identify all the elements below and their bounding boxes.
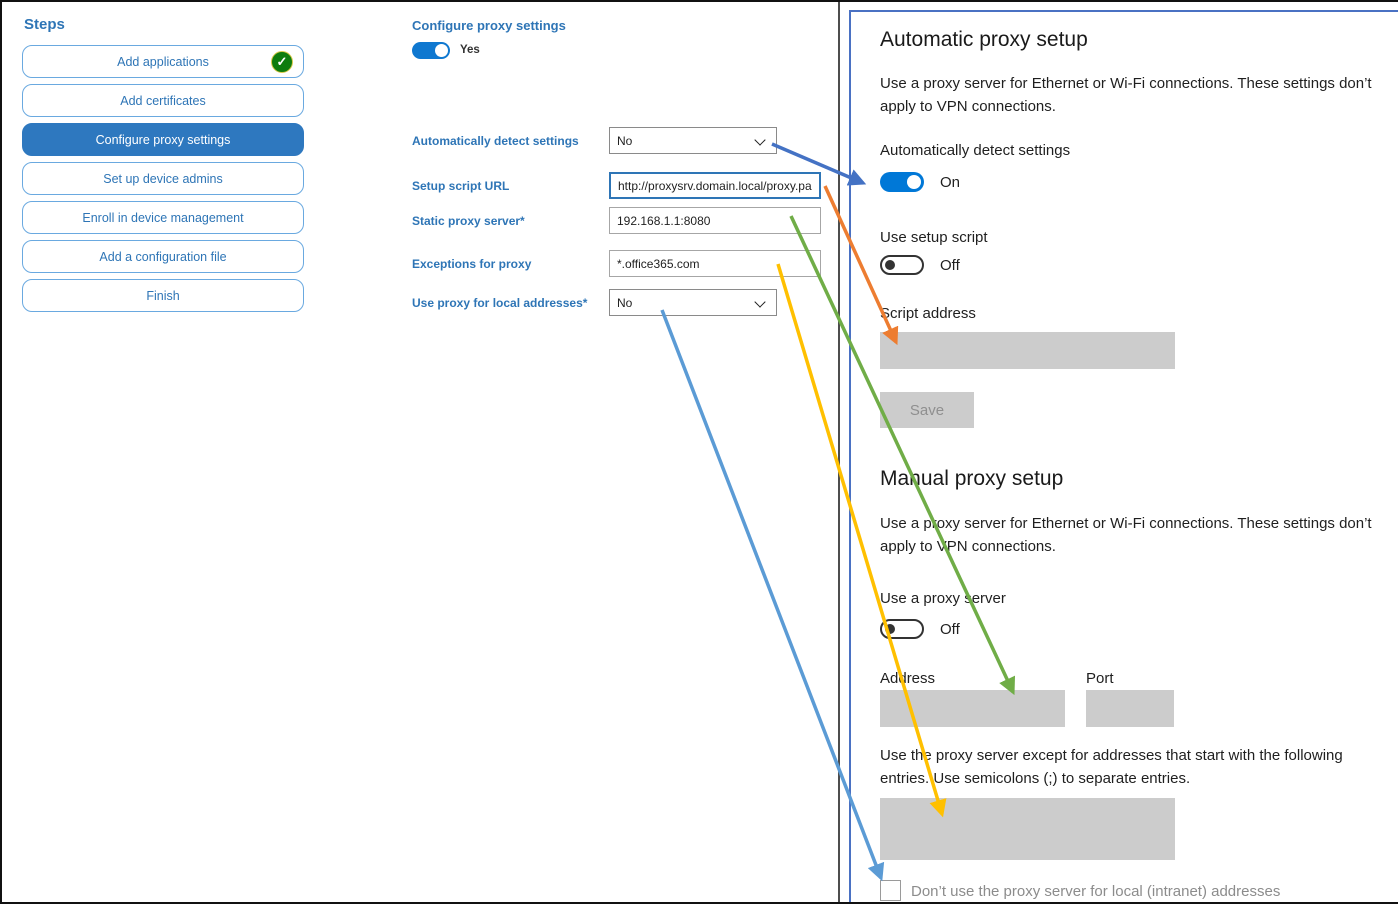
check-icon: ✓ [271,51,293,73]
step-set-up-device-admins[interactable]: Set up device admins [22,162,304,195]
port-label: Port [1086,670,1114,687]
step-add-certificates[interactable]: Add certificates [22,84,304,117]
setup-script-url-label: Setup script URL [412,179,510,193]
step-label: Configure proxy settings [95,132,231,147]
local-addresses-value: No [617,295,633,310]
local-addresses-label: Use proxy for local addresses* [412,296,588,310]
chevron-down-icon [754,296,766,308]
port-input[interactable] [1086,690,1174,727]
use-setup-script-state: Off [940,257,960,274]
script-address-input[interactable] [880,332,1175,369]
proxy-exceptions-textarea[interactable] [880,798,1175,860]
step-label: Add applications [117,54,209,69]
local-intranet-checkbox-label: Don’t use the proxy server for local (in… [911,883,1281,900]
detect-settings-state: On [940,174,961,191]
static-proxy-input[interactable]: 192.168.1.1:8080 [609,207,821,234]
chevron-down-icon [754,134,766,146]
address-label: Address [880,670,936,687]
step-add-a-configuration-file[interactable]: Add a configuration file [22,240,304,273]
configure-proxy-toggle[interactable] [412,42,450,59]
toggle-knob-icon [885,260,895,270]
manual-proxy-heading: Manual proxy setup [880,467,1064,490]
use-proxy-server-label: Use a proxy server [880,590,1006,607]
step-label: Set up device admins [103,171,223,186]
setup-script-url-input[interactable]: http://proxysrv.domain.local/proxy.pa [609,172,821,199]
use-proxy-server-toggle[interactable] [880,619,924,639]
step-enroll-in-device-management[interactable]: Enroll in device management [22,201,304,234]
step-label: Finish [146,288,180,303]
toggle-knob-icon [435,44,448,57]
step-label: Enroll in device management [82,210,244,225]
use-setup-script-toggle[interactable] [880,255,924,275]
step-finish[interactable]: Finish [22,279,304,312]
local-addresses-select[interactable]: No [609,289,777,316]
script-address-label: Script address [880,305,976,322]
auto-detect-select[interactable]: No [609,127,777,154]
manual-proxy-description: Use a proxy server for Ethernet or Wi-Fi… [880,515,1372,555]
step-add-applications[interactable]: Add applications ✓ [22,45,304,78]
step-label: Add certificates [120,93,206,108]
steps-title: Steps [24,16,65,33]
vertical-divider [838,2,840,902]
address-input[interactable] [880,690,1065,727]
proxy-exceptions-description: Use the proxy server except for addresse… [880,747,1343,787]
detect-settings-toggle[interactable] [880,172,924,192]
auto-detect-label: Automatically detect settings [412,134,579,148]
automatic-proxy-heading: Automatic proxy setup [880,28,1088,51]
toggle-knob-icon [907,175,921,189]
form-title: Configure proxy settings [412,18,566,33]
static-proxy-label: Static proxy server* [412,214,525,228]
windows-proxy-settings-panel: Automatic proxy setup Use a proxy server… [849,10,1398,902]
step-label: Add a configuration file [99,249,227,264]
use-setup-script-label: Use setup script [880,229,988,246]
auto-detect-value: No [617,133,633,148]
use-proxy-server-state: Off [940,621,960,638]
proxy-exceptions-label: Exceptions for proxy [412,257,532,271]
automatic-proxy-description: Use a proxy server for Ethernet or Wi-Fi… [880,75,1372,115]
configure-proxy-toggle-label: Yes [460,44,480,56]
local-intranet-checkbox[interactable] [880,880,901,901]
detect-settings-label: Automatically detect settings [880,142,1071,159]
step-configure-proxy-settings[interactable]: Configure proxy settings [22,123,304,156]
proxy-exceptions-input[interactable]: *.office365.com [609,250,821,277]
save-button[interactable]: Save [880,392,974,428]
toggle-knob-icon [885,624,895,634]
